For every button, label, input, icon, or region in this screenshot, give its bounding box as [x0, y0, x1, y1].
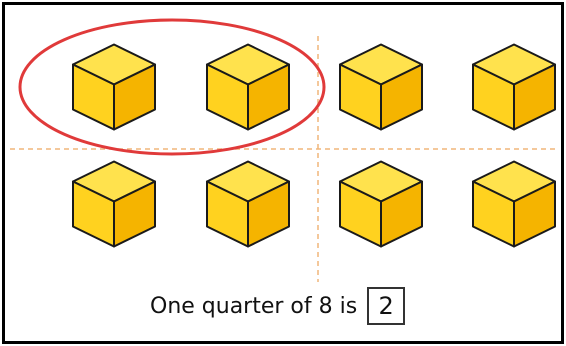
cube-3 — [340, 45, 422, 130]
cube-7 — [340, 162, 422, 247]
cube-1 — [73, 45, 155, 130]
cube-6 — [207, 162, 289, 247]
cube-2 — [207, 45, 289, 130]
cube-4 — [473, 45, 555, 130]
cube-8 — [473, 162, 555, 247]
cube-5 — [73, 162, 155, 247]
